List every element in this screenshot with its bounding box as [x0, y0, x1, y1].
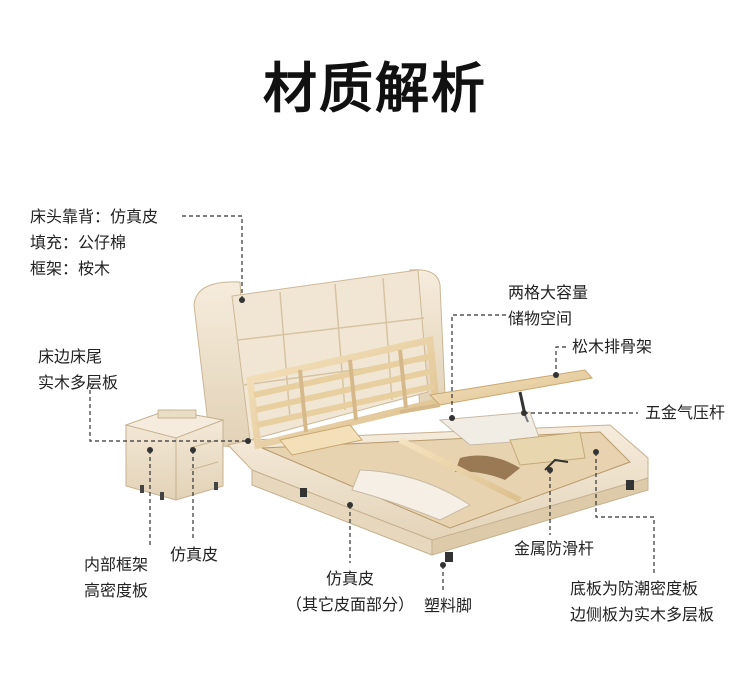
slats-line1: 松木排骨架: [572, 337, 653, 356]
bed-base: [227, 411, 649, 562]
anti-slip-label: 金属防滑杆: [514, 536, 594, 562]
slat-frame: [246, 335, 593, 471]
gas-strut-line1: 五金气压杆: [645, 403, 726, 422]
anti-slip-line1: 金属防滑杆: [514, 539, 595, 558]
base-board-line2: 边侧板为实木多层板: [570, 605, 715, 624]
page-title: 材质解析: [263, 57, 487, 120]
plastic-feet-label: 塑料脚: [424, 593, 472, 619]
gas-strut-label: 五金气压杆: [645, 400, 725, 426]
side-rail-label: 床边床尾 实木多层板: [38, 344, 118, 396]
faux-leather-line2: （其它皮面部分）: [285, 595, 414, 614]
headboard-frame: 框架：桉木: [30, 259, 111, 278]
nightstand-leather-line1: 仿真皮: [170, 545, 219, 564]
plastic-feet-line1: 塑料脚: [424, 596, 473, 615]
nightstand: [124, 409, 225, 501]
nightstand-inner-line1: 内部框架: [84, 555, 149, 574]
nightstand-inner-label: 内部框架 高密度板: [84, 552, 148, 604]
headboard-filling: 填充：公仔棉: [30, 233, 127, 252]
headboard: [193, 269, 446, 448]
slats-label: 松木排骨架: [572, 334, 652, 360]
leader-lines: [89, 215, 655, 592]
headboard-material-label: 床头靠背：仿真皮 填充：公仔棉 框架：桉木: [30, 204, 158, 282]
side-rail-line2: 实木多层板: [38, 373, 119, 392]
faux-leather-label: 仿真皮 （其它皮面部分）: [280, 566, 420, 618]
nightstand-leather-label: 仿真皮: [170, 542, 218, 568]
headboard-leather: 床头靠背：仿真皮: [30, 207, 159, 226]
storage-line1: 两格大容量: [508, 283, 589, 302]
base-board-line1: 底板为防潮密度板: [570, 579, 699, 598]
side-rail-line1: 床边床尾: [38, 347, 103, 366]
faux-leather-line1: 仿真皮: [325, 569, 374, 588]
storage-line2: 储物空间: [508, 309, 573, 328]
base-board-label: 底板为防潮密度板 边侧板为实木多层板: [570, 576, 714, 628]
storage-label: 两格大容量 储物空间: [508, 280, 588, 332]
nightstand-inner-line2: 高密度板: [84, 581, 149, 600]
